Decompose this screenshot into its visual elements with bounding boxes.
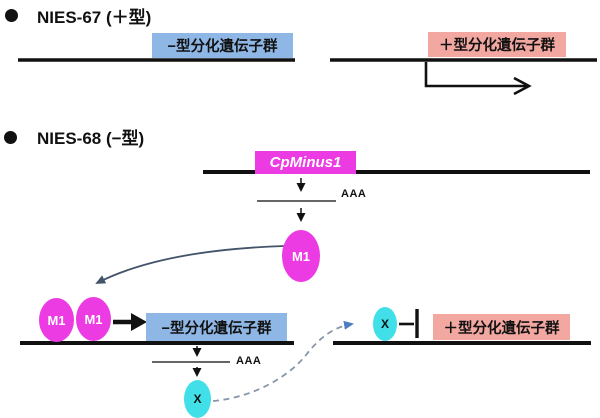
minus-gene-box-nies67: −型分化遺伝子群 — [152, 33, 293, 58]
polya-label: AAA — [236, 355, 262, 367]
x-repressor: X — [373, 307, 397, 341]
section-title-nies68: NIES-68 (−型) — [37, 129, 145, 148]
m1-recruitment-arrow — [95, 245, 285, 284]
x-translocation-dashed-arrow — [212, 320, 354, 402]
induction-arrow — [113, 313, 147, 331]
m1-protein: M1 — [282, 230, 320, 282]
m1-dimer-right: M1 — [76, 297, 111, 341]
cpminus1-gene-box: CpMinus1 — [255, 151, 356, 174]
m1-dimer-left: M1 — [39, 298, 74, 342]
plus-gene-box-nies67: ＋型分化遺伝子群 — [428, 32, 566, 57]
x-protein: X — [184, 380, 211, 418]
plus-gene-box-nies68: ＋型分化遺伝子群 — [433, 314, 570, 340]
bullet-icon — [4, 131, 17, 144]
polya-label: AAA — [341, 188, 367, 200]
section-title-nies67: NIES-67 (＋型) — [37, 8, 152, 27]
transcription-start-arrow — [424, 62, 532, 96]
bullet-icon — [5, 9, 18, 22]
minus-gene-box-nies68: −型分化遺伝子群 — [146, 313, 287, 341]
inhibition-tbar-icon — [399, 309, 419, 338]
